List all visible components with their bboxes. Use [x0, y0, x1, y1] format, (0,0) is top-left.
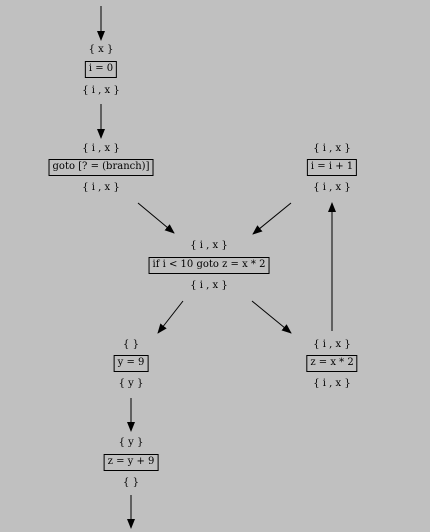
n4-live-before: { i , x } — [190, 240, 228, 251]
n6-statement: z = x * 2 — [306, 355, 358, 372]
n5-statement: y = 9 — [113, 355, 149, 372]
n5-live-after: { y } — [118, 378, 144, 389]
n3-live-before: { i , x } — [313, 143, 351, 154]
n7-live-before: { y } — [118, 437, 144, 448]
n3-statement: i = i + 1 — [306, 159, 358, 176]
n4-statement: if i < 10 goto z = x * 2 — [148, 257, 270, 274]
edge-n3-to-n4 — [252, 202, 292, 235]
n1-live-after: { i , x } — [82, 85, 120, 96]
n4-live-after: { i , x } — [190, 280, 228, 291]
edge-n4-to-n5 — [157, 300, 184, 334]
n6-live-before: { i , x } — [313, 339, 351, 350]
edge-n2-to-n4 — [137, 202, 175, 234]
n6-live-after: { i , x } — [313, 378, 351, 389]
n7-live-after: { } — [123, 477, 139, 488]
n5-live-before: { } — [123, 339, 139, 350]
n2-statement: goto [? = (branch)] — [48, 159, 154, 176]
n2-live-after: { i , x } — [82, 182, 120, 193]
n7-statement: z = y + 9 — [103, 454, 159, 471]
n2-live-before: { i , x } — [82, 143, 120, 154]
edge-n4-to-n6 — [251, 300, 292, 334]
n3-live-after: { i , x } — [313, 182, 351, 193]
n1-statement: i = 0 — [84, 61, 118, 78]
n1-live-before: { x } — [88, 44, 114, 55]
